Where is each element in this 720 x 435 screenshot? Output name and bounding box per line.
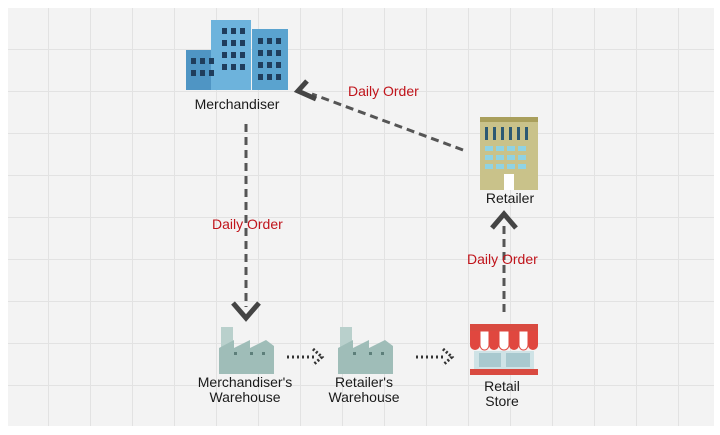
edge-merch-warehouse-to-retail-warehouse xyxy=(287,347,325,367)
node-label-retail-store-line2: Store xyxy=(485,393,519,409)
arrowhead-icon xyxy=(442,347,455,367)
arrowhead-icon xyxy=(312,347,325,367)
edge-label-merchandiser-to-warehouse: Daily Order xyxy=(212,216,283,232)
node-label-retailer-warehouse-line2: Warehouse xyxy=(328,389,399,405)
node-merchandiser[interactable]: Merchandiser xyxy=(186,20,288,112)
factory-icon xyxy=(338,327,393,374)
edge-label-retailer-to-merchandiser: Daily Order xyxy=(348,83,419,99)
factory-icon xyxy=(219,327,274,374)
office-building-icon xyxy=(186,20,288,90)
diagram-canvas xyxy=(8,8,714,426)
retail-building-icon xyxy=(480,117,538,190)
node-merchandiser-warehouse[interactable]: Merchandiser's Warehouse xyxy=(198,327,293,405)
edge-merchandiser-to-warehouse xyxy=(231,124,261,322)
node-label-merchandiser: Merchandiser xyxy=(195,96,280,112)
edge-store-to-retailer xyxy=(490,210,518,312)
edge-retail-warehouse-to-store xyxy=(416,347,455,367)
node-label-retailer: Retailer xyxy=(486,190,535,206)
edge-retailer-to-merchandiser xyxy=(293,79,464,152)
arrowhead-icon xyxy=(231,301,261,322)
node-label-retailer-warehouse-line1: Retailer's xyxy=(335,374,393,390)
arrowhead-icon xyxy=(490,210,518,230)
node-label-retail-store-line1: Retail xyxy=(484,378,520,394)
node-label-merchandiser-warehouse-line1: Merchandiser's xyxy=(198,374,293,390)
node-label-merchandiser-warehouse-line2: Warehouse xyxy=(209,389,280,405)
node-retailer[interactable]: Retailer xyxy=(480,117,538,206)
arrowhead-icon xyxy=(293,79,318,102)
storefront-icon xyxy=(470,324,538,375)
node-retailer-warehouse[interactable]: Retailer's Warehouse xyxy=(328,327,400,405)
edge-label-store-to-retailer: Daily Order xyxy=(467,251,538,267)
node-retail-store[interactable]: Retail Store xyxy=(470,324,538,409)
